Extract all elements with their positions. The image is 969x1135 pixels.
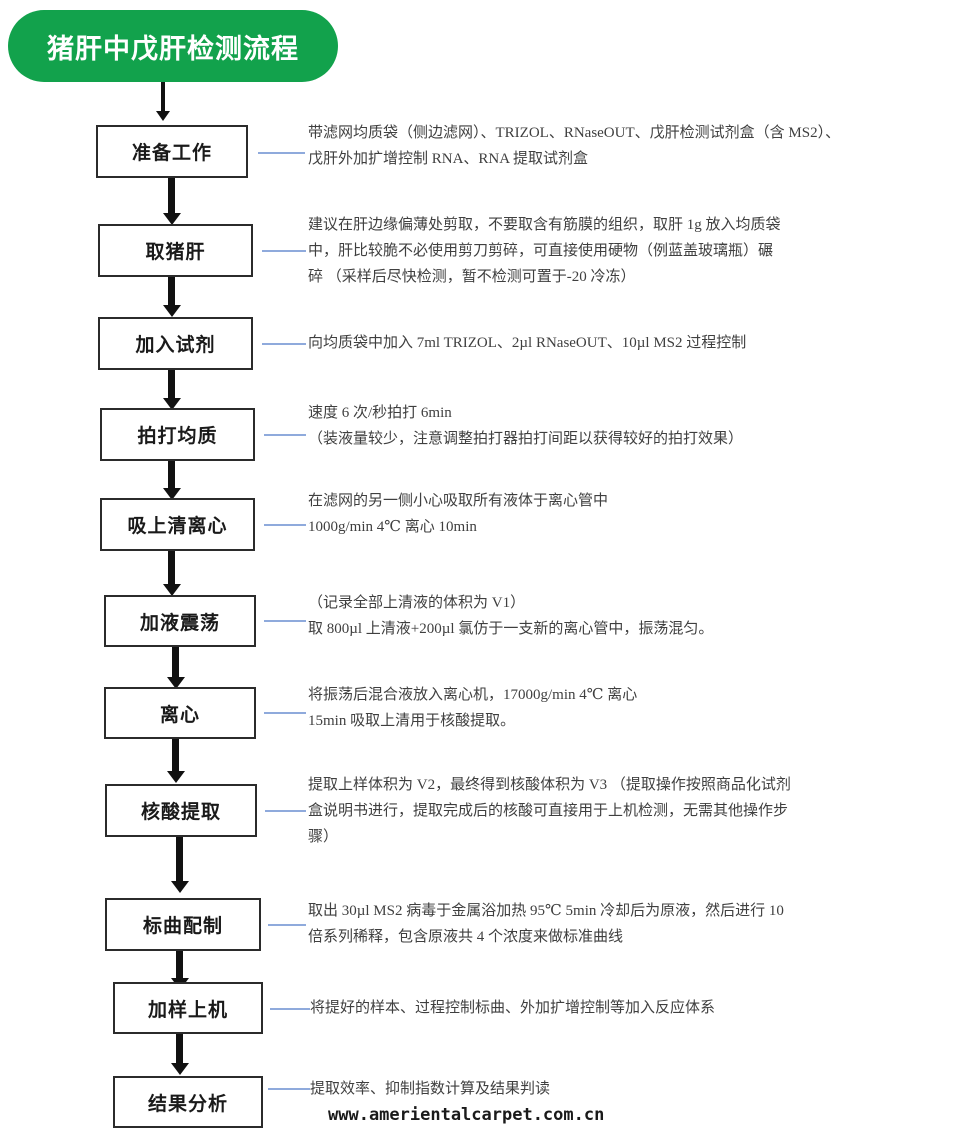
step-label-add-liquid-vortex: 加液震荡 [139,612,220,634]
step-label-take-pig-liver: 取猪肝 [145,242,206,263]
arrow-homogenize-to-aspirate [168,461,175,489]
note-line: 带滤网均质袋（侧边滤网）、TRIZOL、RNaseOUT、戊肝检测试剂盒（含 M… [308,125,841,141]
arrow-standard-curve-to-loading-sample [176,951,183,979]
note-line: 将提好的样本、过程控制标曲、外加扩增控制等加入反应体系 [310,1000,716,1016]
watermark-url: www.amerientalcarpet.com.cn [328,1105,605,1125]
step-box-centrifuge[interactable]: 离心 [104,687,256,739]
step-label-standard-curve-preparation: 标曲配制 [142,916,223,937]
step-label-loading-sample: 加样上机 [147,999,228,1021]
note-result-analysis: 提取效率、抑制指数计算及结果判读 [310,1076,550,1102]
note-line: 盒说明书进行，提取完成后的核酸可直接用于上机检测，无需其他操作步 [308,803,789,819]
arrow-preparation-to-take-pig-liver [168,178,175,214]
step-box-add-reagent[interactable]: 加入试剂 [98,317,253,370]
leader-line-take-pig-liver [262,250,306,252]
note-preparation: 带滤网均质袋（侧边滤网）、TRIZOL、RNaseOUT、戊肝检测试剂盒（含 M… [308,120,840,172]
arrow-aspirate-to-add-liquid-vortex [168,551,175,585]
flowchart-title-pill: 猪肝中戊肝检测流程 [8,10,338,82]
note-line: 15min 吸取上清用于核酸提取。 [308,713,516,729]
note-nucleic-acid-extraction: 提取上样体积为 V2，最终得到核酸体积为 V3 （提取操作按照商品化试剂 盒说明… [308,772,791,850]
leader-line-add-liquid-vortex [264,620,306,622]
note-line: 取出 30µl MS2 病毒于金属浴加热 95℃ 5min 冷却后为原液，然后进… [308,903,784,919]
note-line: 提取效率、抑制指数计算及结果判读 [310,1081,551,1097]
arrow-loading-sample-to-result-analysis [176,1034,183,1064]
note-centrifuge: 将振荡后混合液放入离心机，17000g/min 4℃ 离心 15min 吸取上清… [308,682,637,734]
arrow-nucleic-acid-extraction-to-standard-curve [176,837,183,882]
note-line: 倍系列稀释，包含原液共 4 个浓度来做标准曲线 [308,929,624,945]
note-line: 建议在肝边缘偏薄处剪取，不要取含有筋膜的组织，取肝 1g 放入均质袋 [308,217,781,233]
arrow-title-to-preparation [161,82,165,112]
note-aspirate-supernatant-centrifuge: 在滤网的另一侧小心吸取所有液体于离心管中 1000g/min 4℃ 离心 10m… [308,488,608,540]
note-line: 戊肝外加扩增控制 RNA、RNA 提取试剂盒 [308,151,589,167]
leader-line-loading-sample [270,1008,310,1010]
step-box-homogenize[interactable]: 拍打均质 [100,408,255,461]
leader-line-homogenize [264,434,306,436]
leader-line-aspirate-supernatant-centrifuge [264,524,306,526]
step-box-result-analysis[interactable]: 结果分析 [113,1076,263,1128]
step-box-standard-curve-preparation[interactable]: 标曲配制 [105,898,261,951]
arrow-centrifuge-to-nucleic-acid-extraction [172,739,179,772]
step-box-take-pig-liver[interactable]: 取猪肝 [98,224,253,277]
page-title: 猪肝中戊肝检测流程 [47,33,299,64]
step-label-centrifuge: 离心 [159,704,200,726]
note-line: 在滤网的另一侧小心吸取所有液体于离心管中 [308,493,609,509]
note-line: 骤） [308,829,339,845]
step-label-aspirate-supernatant-centrifuge: 吸上清离心 [127,516,228,537]
step-box-aspirate-supernatant-centrifuge[interactable]: 吸上清离心 [100,498,255,551]
arrow-add-liquid-vortex-to-centrifuge [172,647,179,678]
leader-line-nucleic-acid-extraction [265,810,306,812]
note-take-pig-liver: 建议在肝边缘偏薄处剪取，不要取含有筋膜的组织，取肝 1g 放入均质袋 中，肝比较… [308,212,781,290]
note-line: 将振荡后混合液放入离心机，17000g/min 4℃ 离心 [308,687,638,703]
note-add-reagent: 向均质袋中加入 7ml TRIZOL、2µl RNaseOUT、10µl MS2… [308,330,746,356]
step-label-homogenize: 拍打均质 [137,426,218,447]
step-box-add-liquid-vortex[interactable]: 加液震荡 [104,595,256,647]
note-line: 1000g/min 4℃ 离心 10min [308,519,477,535]
note-add-liquid-vortex: （记录全部上清液的体积为 V1） 取 800µl 上清液+200µl 氯仿于一支… [308,590,713,642]
note-line: （装液量较少，注意调整拍打器拍打间距以获得较好的拍打效果） [308,431,744,447]
note-standard-curve-preparation: 取出 30µl MS2 病毒于金属浴加热 95℃ 5min 冷却后为原液，然后进… [308,898,784,950]
note-line: 中，肝比较脆不必使用剪刀剪碎，可直接使用硬物（例蓝盖玻璃瓶）碾 [308,243,774,259]
note-line: 取 800µl 上清液+200µl 氯仿于一支新的离心管中，振荡混匀。 [308,621,714,637]
arrow-add-reagent-to-homogenize [168,370,175,399]
note-line: 速度 6 次/秒拍打 6min [308,405,452,421]
step-label-preparation: 准备工作 [131,143,212,164]
leader-line-standard-curve-preparation [268,924,306,926]
arrow-take-pig-liver-to-add-reagent [168,277,175,306]
step-box-nucleic-acid-extraction[interactable]: 核酸提取 [105,784,257,837]
note-homogenize: 速度 6 次/秒拍打 6min （装液量较少，注意调整拍打器拍打间距以获得较好的… [308,400,743,452]
leader-line-preparation [258,152,305,154]
step-box-preparation[interactable]: 准备工作 [96,125,248,178]
leader-line-centrifuge [264,712,306,714]
leader-line-result-analysis [268,1088,310,1090]
note-line: 提取上样体积为 V2，最终得到核酸体积为 V3 （提取操作按照商品化试剂 [308,777,791,793]
note-line: 向均质袋中加入 7ml TRIZOL、2µl RNaseOUT、10µl MS2… [308,335,747,351]
leader-line-add-reagent [262,343,306,345]
step-label-add-reagent: 加入试剂 [135,335,216,356]
note-line: 碎 （采样后尽快检测，暂不检测可置于-20 冷冻） [308,269,636,285]
step-label-result-analysis: 结果分析 [147,1093,228,1115]
step-box-loading-sample[interactable]: 加样上机 [113,982,263,1034]
note-line: （记录全部上清液的体积为 V1） [308,595,526,611]
step-label-nucleic-acid-extraction: 核酸提取 [140,802,221,823]
note-loading-sample: 将提好的样本、过程控制标曲、外加扩增控制等加入反应体系 [310,995,715,1021]
